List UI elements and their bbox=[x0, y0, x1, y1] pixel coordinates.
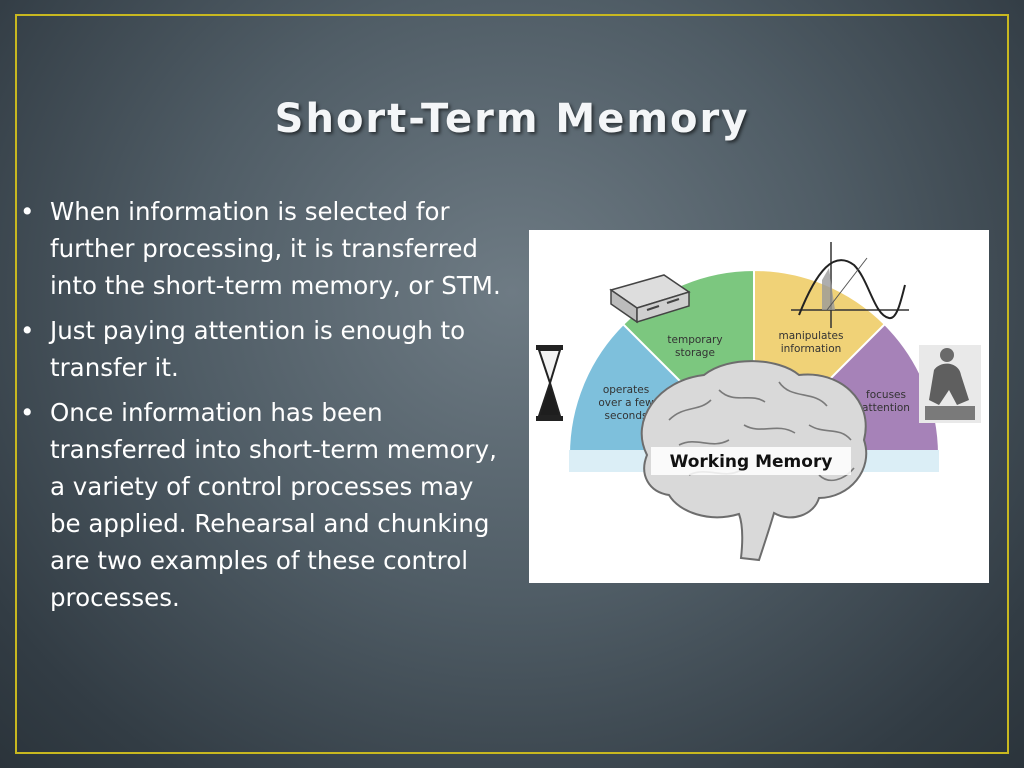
slide-title: Short-Term Memory bbox=[274, 96, 750, 142]
bullet-list: • When information is selected for furthe… bbox=[20, 193, 510, 624]
bullet-item: • When information is selected for furthe… bbox=[20, 193, 510, 304]
bullet-dot-icon: • bbox=[20, 398, 35, 427]
svg-text:seconds: seconds bbox=[605, 410, 648, 422]
segment-label: information bbox=[781, 343, 842, 355]
working-memory-figure: operates over a few seconds temporary st… bbox=[529, 230, 989, 583]
bullet-item: • Once information has been transferred i… bbox=[20, 394, 510, 616]
segment-label: storage bbox=[675, 347, 715, 359]
bullet-dot-icon: • bbox=[20, 197, 35, 226]
segment-label: operates bbox=[603, 384, 649, 396]
svg-text:focuses: focuses bbox=[866, 389, 906, 401]
working-memory-banner bbox=[651, 447, 851, 475]
svg-text:manipulates: manipulates bbox=[779, 330, 844, 342]
bullet-item: • Just paying attention is enough to tran… bbox=[20, 312, 510, 386]
bullet-text: When information is selected for further… bbox=[50, 197, 501, 300]
file-cabinet-icon bbox=[609, 274, 691, 324]
thinker-statue-icon bbox=[919, 345, 981, 423]
svg-text:Working Memory: Working Memory bbox=[670, 452, 833, 472]
segment-label: over a few bbox=[598, 397, 654, 409]
working-memory-label: Working Memory bbox=[670, 452, 833, 472]
segment-label: seconds bbox=[605, 410, 648, 422]
slide-frame bbox=[15, 14, 1009, 754]
working-memory-diagram: operates over a few seconds temporary st… bbox=[536, 242, 981, 562]
svg-text:attention: attention bbox=[862, 402, 910, 414]
bullet-text: Just paying attention is enough to trans… bbox=[50, 316, 466, 382]
segment-label: temporary bbox=[667, 334, 722, 346]
segment-label: attention bbox=[862, 402, 910, 414]
graph-icon bbox=[791, 242, 909, 328]
svg-text:information: information bbox=[781, 343, 842, 355]
bullet-dot-icon: • bbox=[20, 316, 35, 345]
hourglass-icon bbox=[536, 345, 563, 421]
bullet-text: Once information has been transferred in… bbox=[50, 398, 497, 612]
svg-text:storage: storage bbox=[675, 347, 715, 359]
svg-text:over a few: over a few bbox=[598, 397, 654, 409]
segment-label: manipulates bbox=[779, 330, 844, 342]
segment-label: focuses bbox=[866, 389, 906, 401]
svg-text:operates: operates bbox=[603, 384, 649, 396]
svg-text:temporary: temporary bbox=[667, 334, 722, 346]
